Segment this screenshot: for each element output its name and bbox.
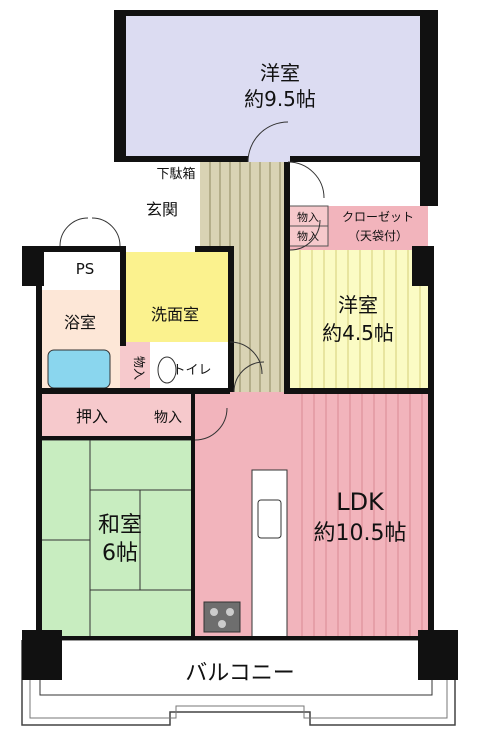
japanese-room bbox=[40, 440, 195, 638]
washroom bbox=[120, 252, 230, 342]
entrance-label: 玄関 bbox=[146, 200, 178, 219]
western-room-large-size: 約9.5帖 bbox=[244, 87, 316, 111]
western-room-large-name: 洋室 bbox=[260, 61, 300, 85]
western-room-small bbox=[288, 250, 428, 392]
storage-label-closet-lower: 物入 bbox=[297, 229, 319, 243]
storage-label-closet-upper: 物入 bbox=[297, 210, 319, 224]
balcony-area: バルコニー bbox=[21, 639, 456, 726]
ps-area bbox=[40, 252, 120, 290]
storage-label-hall: 物入 bbox=[154, 410, 182, 426]
ps-label: PS bbox=[76, 260, 95, 278]
ldk-name: LDK bbox=[336, 488, 385, 516]
oshiire-label: 押入 bbox=[76, 407, 108, 426]
small-room-floorboards bbox=[299, 250, 421, 392]
kitchen-counter bbox=[251, 469, 288, 639]
western-room-small-name: 洋室 bbox=[338, 293, 378, 317]
storage-row bbox=[40, 392, 195, 440]
storage-label-washroom: 物入 bbox=[132, 356, 146, 380]
burner-icon bbox=[210, 608, 218, 616]
closet-note: （天袋付） bbox=[348, 229, 408, 243]
kitchen-sink bbox=[257, 499, 282, 539]
western-room-large bbox=[120, 14, 425, 162]
bathtub bbox=[47, 349, 111, 389]
washroom-storage bbox=[120, 342, 150, 392]
ldk-size: 約10.5帖 bbox=[314, 521, 407, 546]
japanese-room-name: 和室 bbox=[98, 513, 142, 538]
walls bbox=[22, 10, 458, 680]
toilet-label: トイレ bbox=[172, 363, 211, 378]
balcony-label: バルコニー bbox=[185, 661, 295, 686]
ldk-room bbox=[290, 392, 430, 638]
japanese-room-size: 6帖 bbox=[102, 541, 138, 566]
ldk-floorboards bbox=[301, 392, 423, 638]
toilet-bowl bbox=[157, 356, 177, 384]
shoe-box-label: 下駄箱 bbox=[156, 166, 195, 182]
entrance-area bbox=[126, 162, 200, 242]
bathroom-label: 浴室 bbox=[64, 313, 96, 332]
door-arcs bbox=[59, 121, 325, 441]
western-room-small-size: 約4.5帖 bbox=[322, 321, 394, 345]
burner-icon bbox=[218, 620, 226, 628]
washroom-label: 洗面室 bbox=[151, 305, 199, 324]
burner-icon bbox=[226, 608, 234, 616]
closet-label: クローゼット bbox=[342, 210, 414, 224]
